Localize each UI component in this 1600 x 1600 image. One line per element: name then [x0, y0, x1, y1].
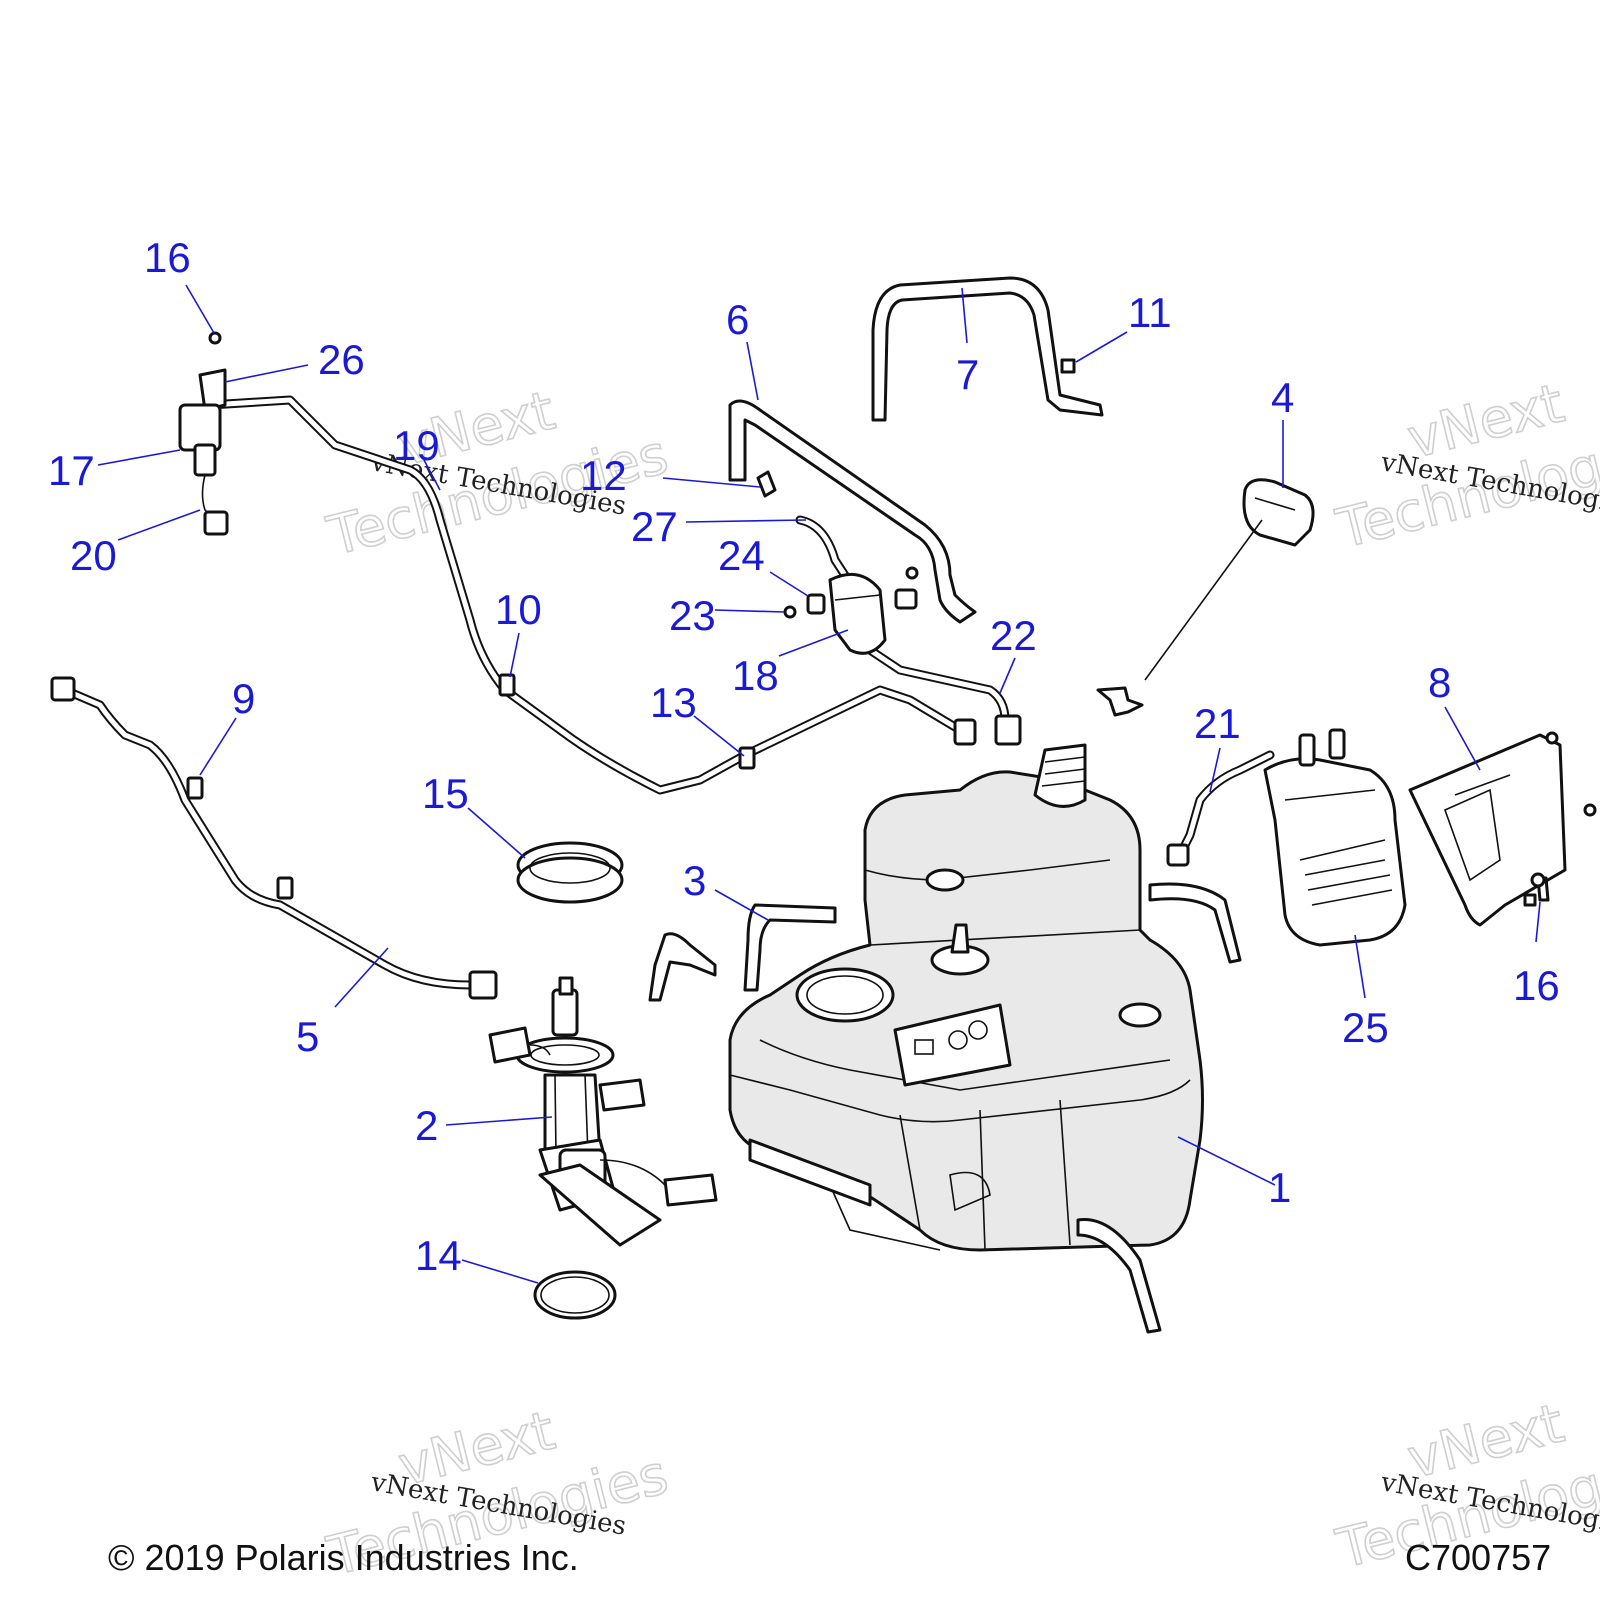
leader-12 — [662, 477, 761, 488]
leader-7 — [961, 287, 968, 344]
leader-15 — [467, 807, 526, 859]
part-strap-3 — [648, 882, 1242, 1334]
callout-21: 21 — [1194, 700, 1241, 747]
leader-5 — [334, 947, 389, 1008]
leader-17 — [97, 449, 181, 466]
callout-15: 15 — [422, 770, 469, 817]
callout-11: 11 — [1128, 289, 1172, 336]
leader-19 — [423, 459, 441, 491]
leader-9 — [199, 717, 237, 776]
leader-11 — [1075, 331, 1128, 363]
leader-20 — [117, 509, 201, 541]
leader-24 — [769, 571, 809, 597]
callout-23: 23 — [669, 592, 716, 639]
part-fuel-cap — [1096, 478, 1315, 717]
part-filter-18 — [756, 470, 919, 655]
callout-20: 20 — [70, 532, 117, 579]
watermark-right: vNext Technologies — [1329, 371, 1600, 562]
callout-13: 13 — [650, 679, 697, 726]
callout-27: 27 — [631, 503, 678, 550]
leader-13 — [693, 715, 745, 757]
leader-8 — [1444, 706, 1481, 771]
callout-24: 24 — [718, 532, 765, 579]
callout-16: 16 — [144, 234, 191, 281]
callout-19: 19 — [393, 422, 440, 469]
leader-6 — [746, 341, 759, 401]
callout-4: 4 — [1271, 374, 1294, 421]
callout-26: 26 — [318, 336, 365, 383]
drawing-code: C700757 — [1405, 1537, 1551, 1578]
callout-25: 25 — [1342, 1004, 1389, 1051]
leader-22 — [999, 657, 1016, 694]
leader-25 — [1354, 934, 1366, 999]
leader-16b — [1535, 901, 1541, 943]
leader-26 — [224, 364, 309, 383]
callout-17: 17 — [48, 447, 95, 494]
part-purge-valve — [178, 331, 229, 536]
part-canister-25 — [1166, 728, 1407, 947]
leader-18 — [778, 629, 849, 657]
callout-22: 22 — [990, 612, 1037, 659]
part-fuel-tank — [728, 743, 1204, 1252]
leader-lines — [97, 284, 1541, 1284]
callout-3: 3 — [683, 857, 706, 904]
part-strap-6 — [728, 399, 977, 624]
leader-23 — [714, 609, 785, 613]
leader-21 — [1209, 747, 1221, 793]
callout-1: 1 — [1268, 1164, 1291, 1211]
callout-12: 12 — [580, 452, 627, 499]
callout-16b: 16 — [1513, 962, 1560, 1009]
callout-5: 5 — [296, 1013, 319, 1060]
leader-27 — [685, 519, 807, 523]
leader-2 — [445, 1116, 553, 1126]
part-fuel-hose-lower — [50, 676, 498, 1000]
part-fasteners — [1060, 358, 1597, 907]
callout-18: 18 — [732, 652, 779, 699]
leader-3 — [714, 889, 769, 921]
leader-16 — [185, 284, 215, 334]
part-lock-ring-15 — [516, 841, 624, 904]
callout-14: 14 — [415, 1232, 462, 1279]
leader-14 — [461, 1259, 539, 1284]
callout-10: 10 — [495, 586, 542, 633]
callout-8: 8 — [1428, 659, 1451, 706]
callout-numbers: 1 2 3 4 5 6 7 8 9 10 11 12 13 14 15 16 1… — [48, 234, 1560, 1279]
callout-9: 9 — [232, 675, 255, 722]
part-vent-lines — [205, 395, 1022, 795]
leader-1 — [1177, 1136, 1276, 1186]
part-bracket-8 — [1408, 733, 1567, 927]
part-o-ring-14 — [533, 1270, 617, 1320]
callout-7: 7 — [956, 351, 979, 398]
part-strap-7 — [871, 276, 1104, 422]
leader-10 — [509, 632, 520, 678]
copyright-text: © 2019 Polaris Industries Inc. — [108, 1537, 579, 1578]
part-fuel-pump — [488, 976, 718, 1247]
callout-6: 6 — [726, 296, 749, 343]
callout-2: 2 — [415, 1102, 438, 1149]
